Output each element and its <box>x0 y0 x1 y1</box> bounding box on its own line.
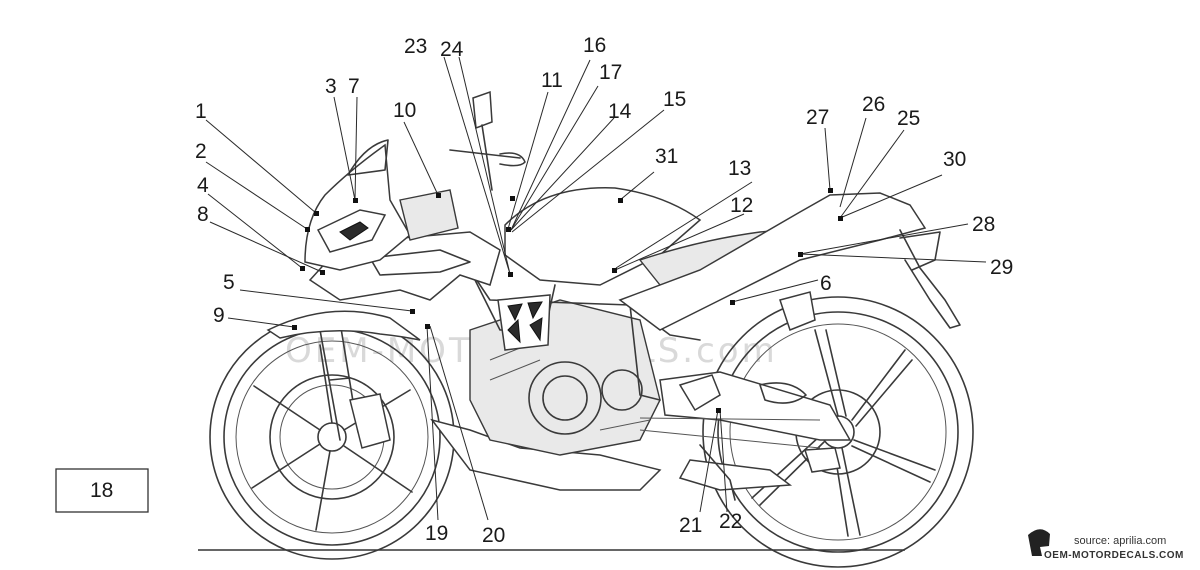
label-30: 30 <box>943 148 966 171</box>
rear-caliper <box>803 447 841 473</box>
source-text: source: aprilia.com <box>1074 535 1166 547</box>
label-17: 17 <box>599 61 622 84</box>
label-13: 13 <box>728 157 751 180</box>
label-9: 9 <box>213 304 225 327</box>
mirror <box>472 90 493 130</box>
instrument-cluster <box>399 189 459 241</box>
side-grille <box>497 294 551 351</box>
motorcycle-drawing <box>209 90 974 568</box>
label-31: 31 <box>655 145 678 168</box>
helmet-logo-icon <box>1028 529 1050 556</box>
label-22: 22 <box>719 510 742 533</box>
label-20: 20 <box>482 524 505 547</box>
plate-holder <box>899 231 941 271</box>
label-14: 14 <box>608 100 632 123</box>
label-25: 25 <box>897 107 920 130</box>
rear-wheel <box>702 296 974 568</box>
source-credit: source: aprilia.com OEM-MOTORDECALS.COM <box>1028 529 1184 561</box>
part-18-box: 18 <box>55 468 149 513</box>
drive-chain <box>639 417 821 449</box>
label-3: 3 <box>325 75 337 98</box>
label-8: 8 <box>197 203 209 226</box>
front-caliper <box>349 393 391 449</box>
label-15: 15 <box>663 88 686 111</box>
label-23: 23 <box>404 35 427 58</box>
front-fender <box>266 310 421 341</box>
label-6: 6 <box>820 272 832 295</box>
brand-text: OEM-MOTORDECALS.COM <box>1044 550 1184 561</box>
label-10: 10 <box>393 99 416 122</box>
passenger-peg-bracket <box>779 291 816 331</box>
front-wheel <box>209 314 455 560</box>
windscreen <box>347 139 389 176</box>
label-markers <box>292 188 843 413</box>
label-5: 5 <box>223 271 235 294</box>
label-12: 12 <box>730 194 753 217</box>
label-29: 29 <box>990 256 1013 279</box>
label-26: 26 <box>862 93 885 116</box>
tail-section <box>618 192 927 331</box>
label-28: 28 <box>972 213 995 236</box>
label-18: 18 <box>90 479 113 502</box>
handlebar <box>449 149 526 167</box>
part-numbers: 1 2 3 4 5 6 7 8 9 10 11 12 13 14 15 16 1… <box>195 34 1013 547</box>
leader-lines <box>205 56 987 521</box>
label-4: 4 <box>197 174 209 197</box>
rear-footpeg-bracket <box>678 374 721 412</box>
label-16: 16 <box>583 34 606 57</box>
label-2: 2 <box>195 140 207 163</box>
label-1: 1 <box>195 100 207 123</box>
label-19: 19 <box>425 522 448 545</box>
label-24: 24 <box>440 38 464 61</box>
label-7: 7 <box>348 75 360 98</box>
label-11: 11 <box>541 69 563 92</box>
label-21: 21 <box>679 514 702 537</box>
label-27: 27 <box>806 106 829 129</box>
